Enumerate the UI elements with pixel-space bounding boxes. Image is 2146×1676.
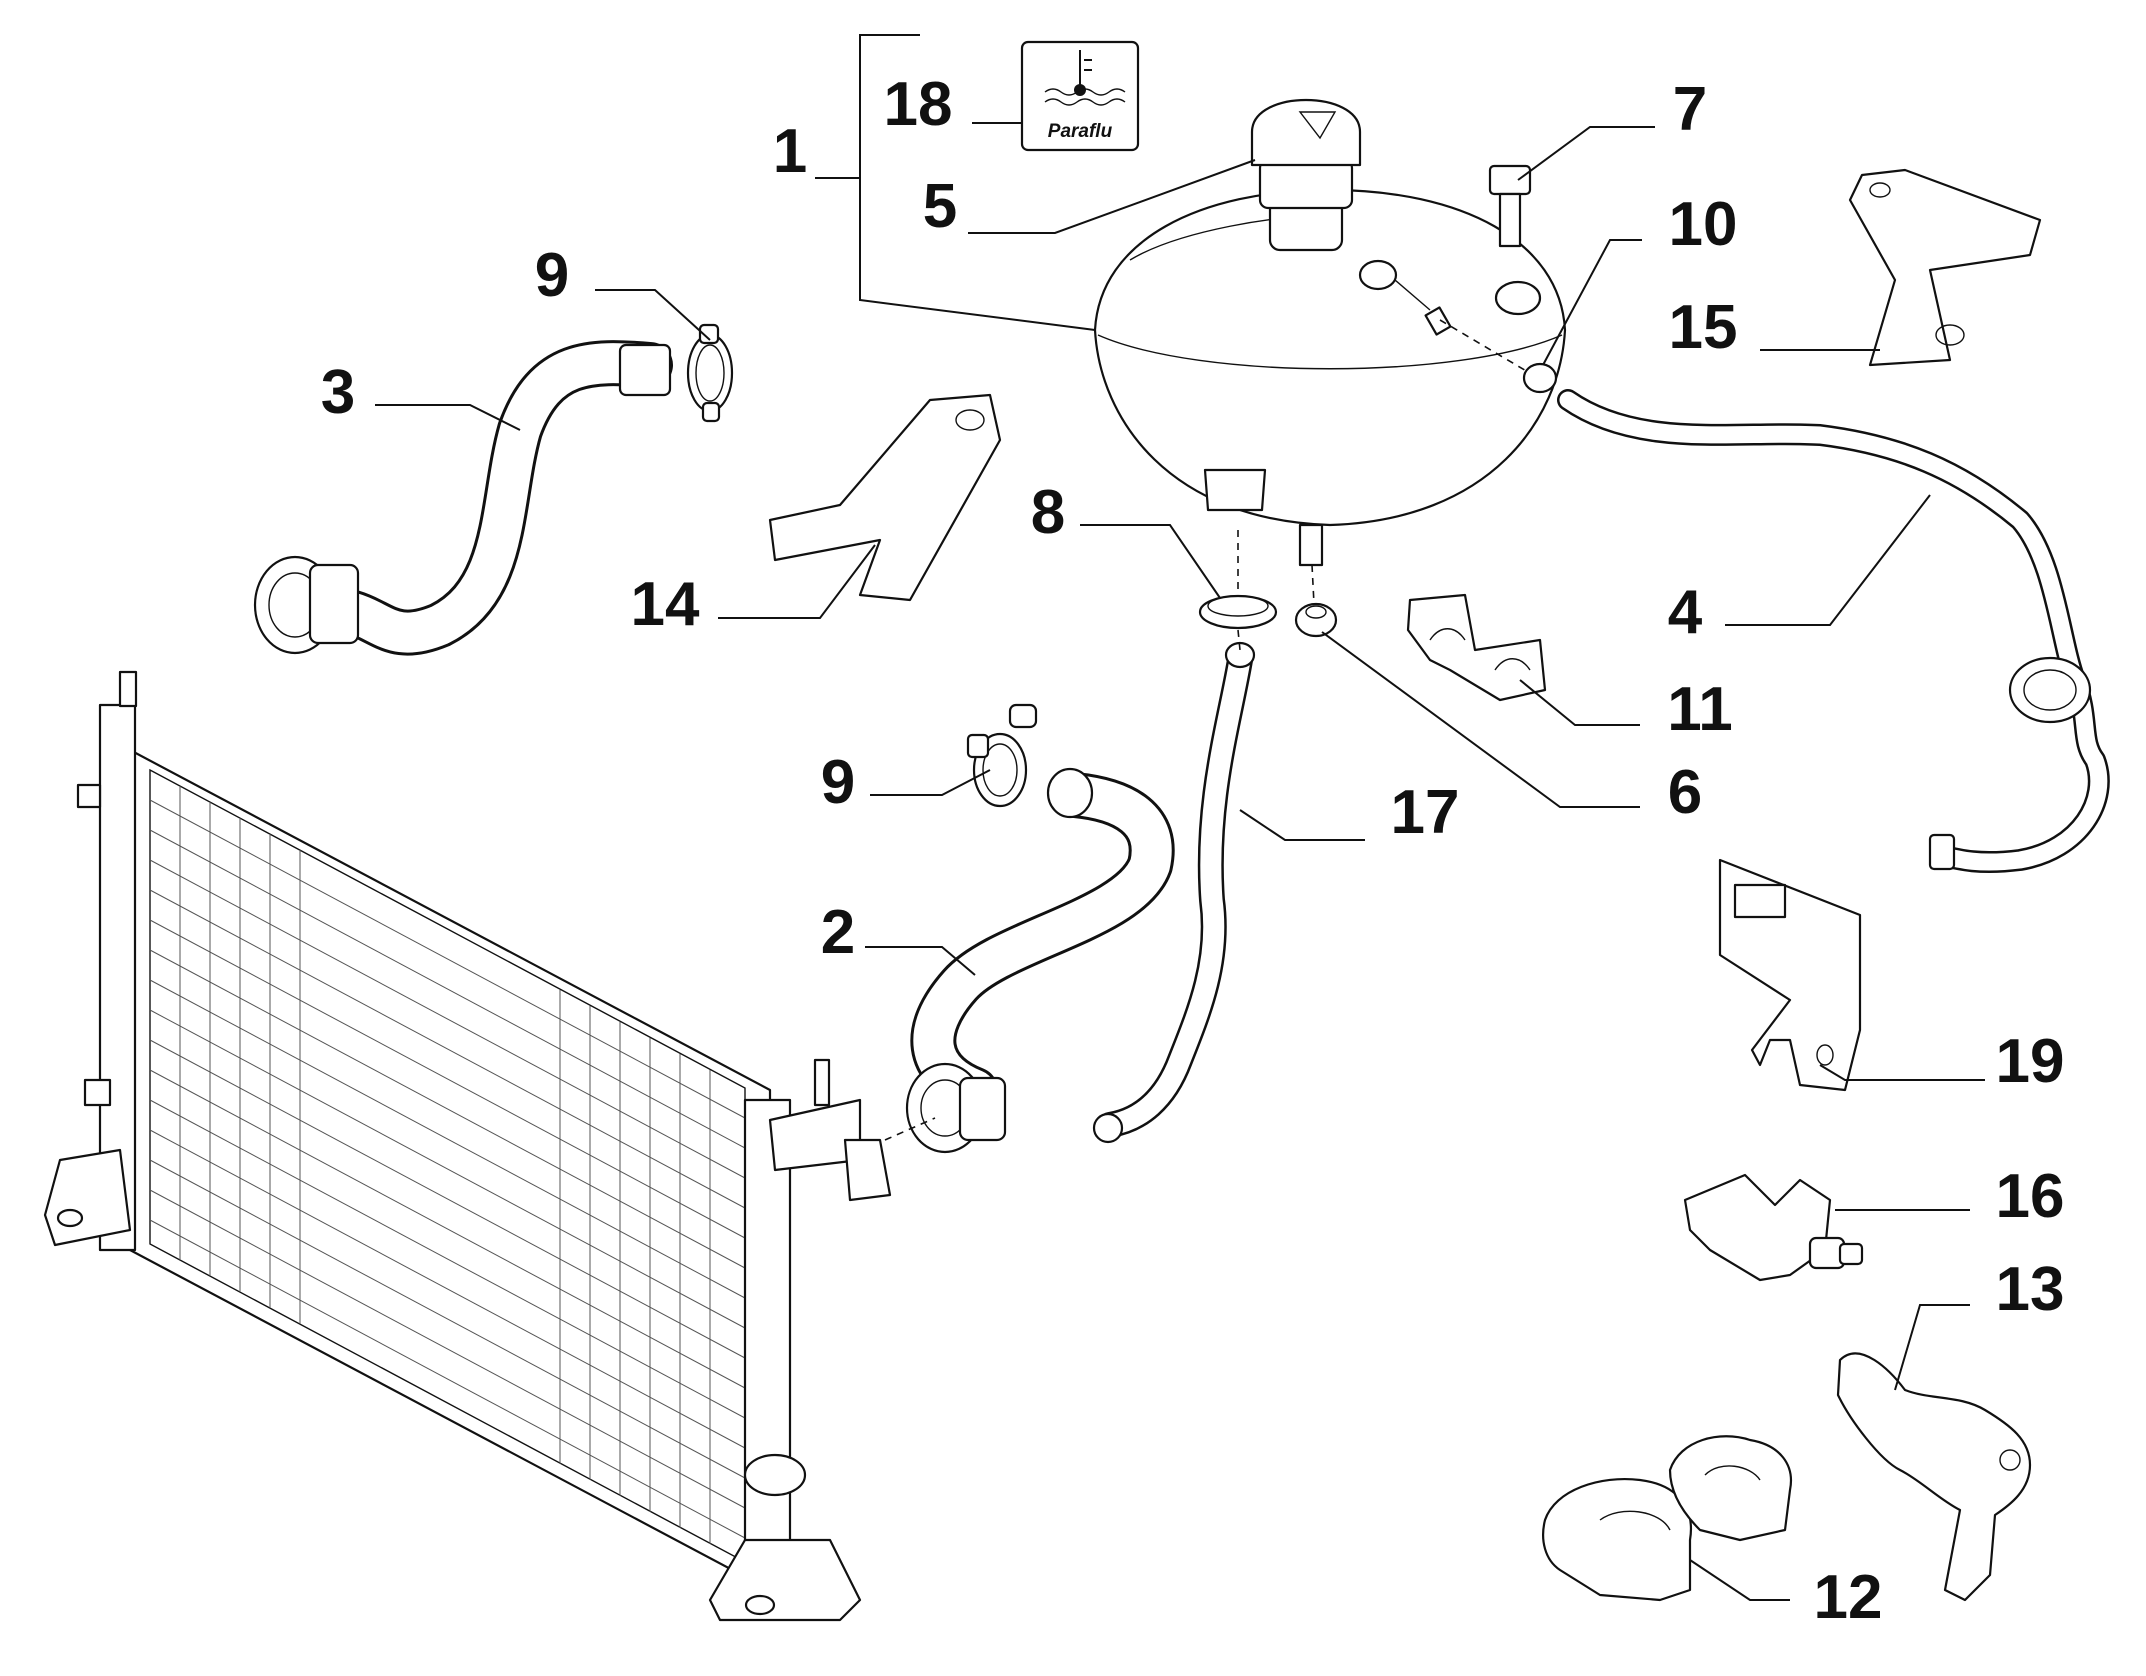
callout-16: 16 bbox=[1996, 1162, 2065, 1231]
callout-18: 18 bbox=[884, 70, 953, 139]
hose-lower-radiator bbox=[905, 767, 1175, 1154]
callout-8: 8 bbox=[1031, 478, 1065, 547]
hose-clip-11 bbox=[1406, 593, 1547, 702]
tank-level-sensor bbox=[1358, 259, 1452, 336]
callout-10: 10 bbox=[1669, 190, 1738, 259]
callout-7: 7 bbox=[1673, 75, 1707, 144]
callout-14: 14 bbox=[631, 570, 700, 639]
callout-2: 2 bbox=[821, 898, 855, 967]
callout-3: 3 bbox=[321, 358, 355, 427]
callout-6: 6 bbox=[1668, 758, 1702, 827]
callout-13: 13 bbox=[1996, 1255, 2065, 1324]
callout-11: 11 bbox=[1667, 675, 1733, 744]
bracket-14 bbox=[768, 393, 1002, 602]
callout-5: 5 bbox=[923, 172, 957, 241]
bracket-19 bbox=[1718, 858, 1862, 1092]
heater-return-hose bbox=[1557, 389, 2110, 874]
hose-clamp-top bbox=[686, 323, 734, 423]
hose-2-connector bbox=[905, 1062, 1007, 1154]
radiator-right-tank bbox=[708, 1058, 892, 1622]
callout-15: 15 bbox=[1669, 293, 1738, 362]
callout-9-top: 9 bbox=[535, 241, 569, 310]
radiator bbox=[43, 670, 892, 1622]
bracket-15 bbox=[1848, 168, 2042, 367]
grommet bbox=[1294, 602, 1338, 638]
expansion-tank bbox=[1093, 188, 1567, 567]
assembly-lines bbox=[884, 319, 1529, 1141]
callout-1: 1 bbox=[773, 117, 807, 186]
callout-19: 19 bbox=[1996, 1027, 2065, 1096]
overflow-hose bbox=[1092, 641, 1256, 1144]
callout-17: 17 bbox=[1391, 778, 1460, 847]
hose-upper-radiator bbox=[253, 340, 673, 656]
coolant-badge-label: Paraflu bbox=[1048, 121, 1113, 142]
coolant-badge: Paraflu bbox=[1020, 40, 1140, 152]
hose-clip-13 bbox=[1836, 1352, 2032, 1602]
hose-clip-12 bbox=[1542, 1435, 1793, 1602]
radiator-core-grid bbox=[149, 786, 746, 1544]
radiator-left-tank bbox=[43, 670, 138, 1252]
expansion-tank-cap bbox=[1250, 98, 1362, 252]
hose-clip-16 bbox=[1683, 1173, 1864, 1282]
callout-9-lower: 9 bbox=[821, 748, 855, 817]
callout-12: 12 bbox=[1814, 1563, 1883, 1632]
hose-3-connector bbox=[253, 555, 360, 655]
callout-numbers: 1 18 5 7 10 15 9 3 14 8 4 11 6 17 9 2 19… bbox=[321, 70, 2065, 1632]
small-hose-clamp bbox=[1522, 362, 1558, 394]
bolt bbox=[1488, 164, 1532, 248]
tank-outlet-clamp bbox=[1198, 594, 1278, 630]
leader-lines bbox=[375, 34, 1985, 1601]
callout-4: 4 bbox=[1668, 578, 1703, 647]
thermometer-coolant-icon bbox=[1044, 50, 1126, 106]
hose-clamp-lower bbox=[966, 703, 1038, 808]
